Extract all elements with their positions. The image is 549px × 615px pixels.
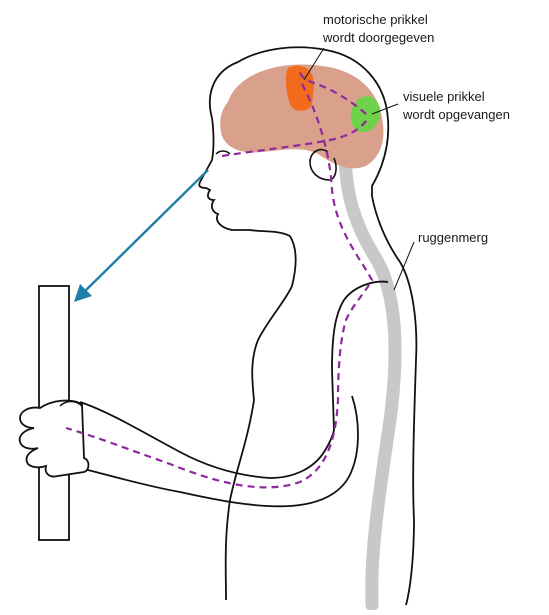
sight-arrow <box>82 170 208 294</box>
eye <box>216 151 230 154</box>
back-outline <box>400 262 416 605</box>
leader-spine <box>394 242 414 290</box>
label-motor-line1: motorische prikkel <box>323 12 428 27</box>
body-front-outline <box>226 400 254 600</box>
spinal-cord <box>345 150 395 605</box>
neck-chest-outline <box>252 236 295 400</box>
hand <box>20 401 89 477</box>
arm-outline-top <box>80 402 334 478</box>
arm-outline-bottom <box>80 396 358 506</box>
label-spine: ruggenmerg <box>418 230 488 245</box>
label-visual-line1: visuele prikkel <box>403 89 485 104</box>
nerve-path-motor-to-hand <box>66 84 372 487</box>
label-visual-line2: wordt opgevangen <box>402 107 510 122</box>
label-motor-line2: wordt doorgegeven <box>322 30 434 45</box>
